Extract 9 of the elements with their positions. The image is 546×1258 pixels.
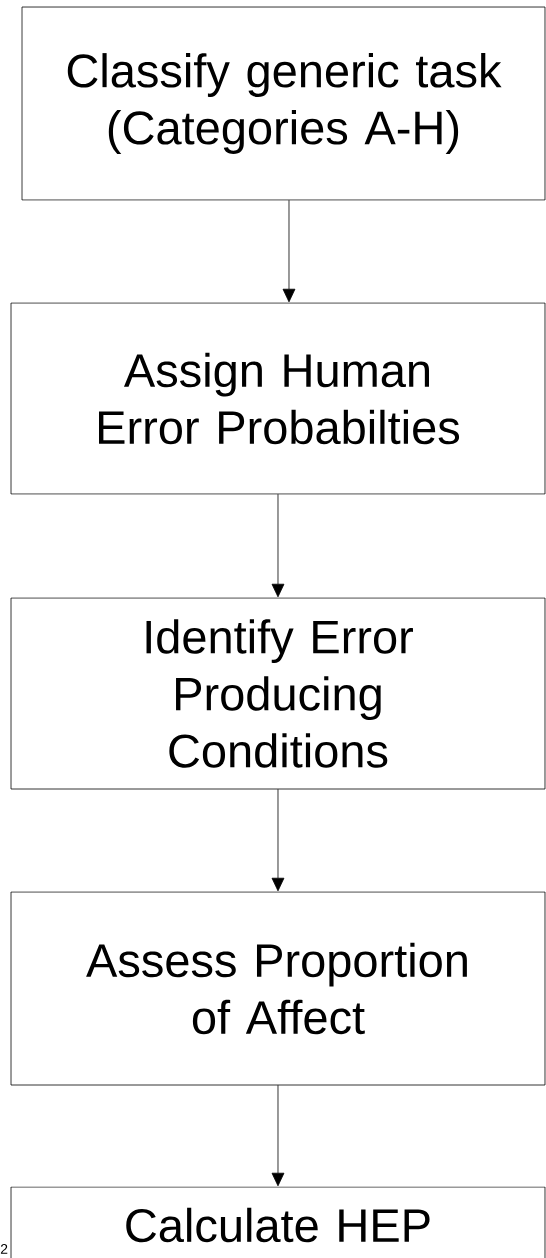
arrow: [282, 199, 296, 303]
process-box: Identify Error Producing Conditions: [10, 597, 546, 790]
arrow: [271, 1084, 285, 1187]
process-box: Classify generic task (Categories A-H): [21, 6, 546, 201]
arrow: [271, 493, 285, 598]
arrow: [271, 788, 285, 892]
process-box: Assign Human Error Probabilties: [10, 302, 546, 495]
process-box: Assess Proportion of Affect: [10, 891, 546, 1086]
process-box: Calculate HEP: [10, 1186, 546, 1258]
